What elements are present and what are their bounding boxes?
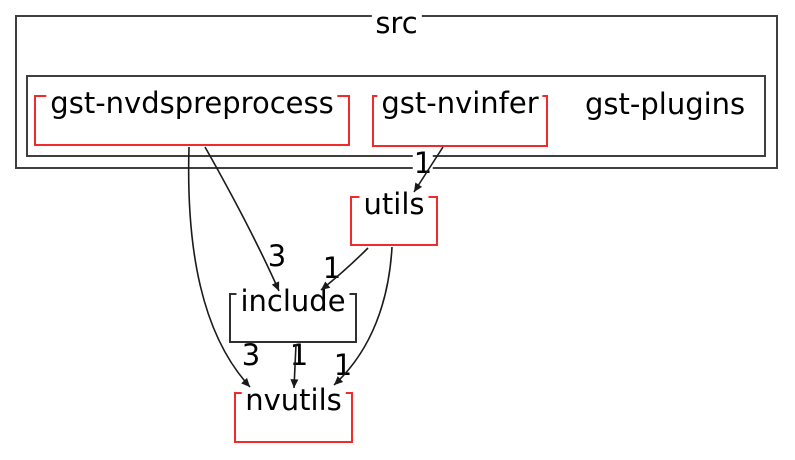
cluster-src-label[interactable]: src — [371, 9, 422, 38]
node-gst-nvinfer[interactable]: gst-nvinfer — [372, 89, 548, 147]
node-nvutils[interactable]: nvutils — [234, 386, 353, 443]
node-gst-nvdspreprocess[interactable]: gst-nvdspreprocess — [34, 89, 350, 146]
node-utils[interactable]: utils — [350, 190, 438, 246]
edge-label-include-nvutils: 1 — [288, 338, 310, 372]
edge-label-utils-include: 1 — [321, 251, 343, 285]
edge-gst-nvinfer-to-utils — [413, 146, 444, 193]
edge-label-preprocess-include: 3 — [266, 239, 288, 273]
edge-utils-to-include — [320, 247, 369, 291]
edge-label-preprocess-nvutils: 3 — [240, 338, 262, 372]
edge-utils-to-nvutils — [333, 246, 393, 386]
node-include[interactable]: include — [229, 287, 357, 343]
node-gst-nvdspreprocess-label: gst-nvdspreprocess — [46, 89, 338, 118]
edge-gst-nvdspreprocess-to-nvutils — [187, 146, 251, 388]
node-nvutils-label: nvutils — [241, 386, 346, 415]
edge-label-utils-nvutils: 1 — [332, 348, 354, 382]
cluster-src: src — [15, 9, 778, 169]
node-utils-label: utils — [359, 190, 429, 219]
node-gst-nvinfer-label: gst-nvinfer — [377, 89, 543, 118]
cluster-gst-plugins — [26, 75, 766, 157]
edge-gst-nvdspreprocess-to-include — [204, 146, 280, 292]
cluster-gst-plugins-label[interactable]: gst-plugins — [585, 87, 746, 121]
node-include-label: include — [236, 287, 350, 316]
edge-include-to-nvutils — [290, 343, 299, 389]
